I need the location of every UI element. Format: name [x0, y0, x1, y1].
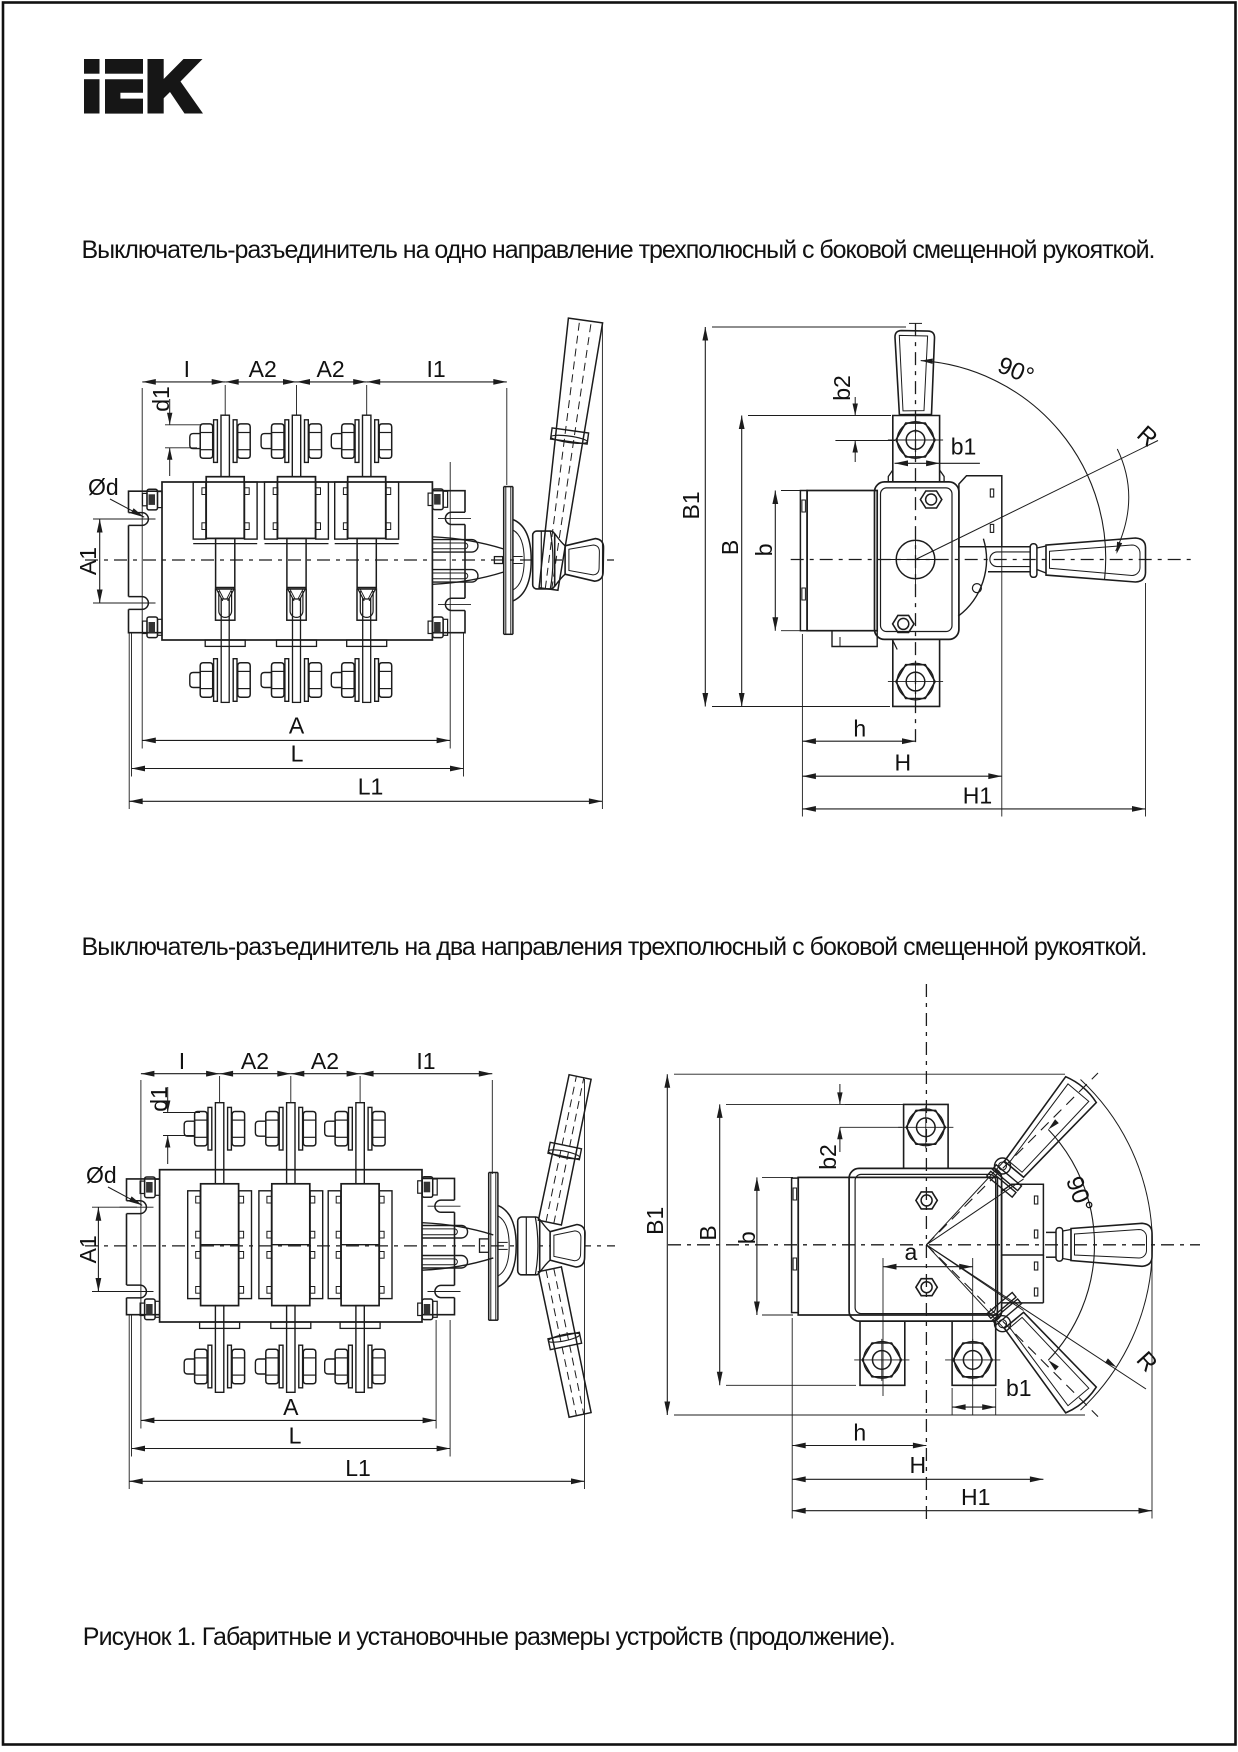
- svg-text:d1: d1: [146, 1086, 172, 1112]
- svg-text:A1: A1: [75, 1235, 101, 1263]
- svg-text:A2: A2: [317, 356, 345, 382]
- svg-text:Ød: Ød: [86, 1162, 117, 1188]
- svg-text:d1: d1: [148, 386, 174, 412]
- svg-text:L1: L1: [345, 1455, 371, 1481]
- svg-text:A2: A2: [249, 356, 277, 382]
- svg-text:A: A: [283, 1394, 299, 1420]
- svg-text:H1: H1: [963, 782, 992, 808]
- svg-text:I1: I1: [416, 1048, 435, 1074]
- svg-text:A1: A1: [75, 547, 101, 575]
- svg-text:h: h: [853, 716, 866, 742]
- svg-text:b2: b2: [815, 1144, 841, 1170]
- svg-text:B1: B1: [642, 1207, 668, 1235]
- svg-text:B: B: [717, 540, 743, 555]
- svg-text:Выключатель-разъединитель на о: Выключатель-разъединитель на одно направ…: [82, 236, 1156, 264]
- svg-text:b: b: [734, 1231, 760, 1244]
- svg-text:Рисунок 1. Габаритные и устано: Рисунок 1. Габаритные и установочные раз…: [83, 1623, 896, 1651]
- svg-text:b1: b1: [1006, 1375, 1032, 1401]
- svg-text:H1: H1: [961, 1484, 990, 1510]
- svg-text:L: L: [291, 741, 304, 767]
- svg-text:H: H: [909, 1452, 926, 1478]
- svg-text:I1: I1: [427, 356, 446, 382]
- svg-text:Ød: Ød: [88, 474, 119, 500]
- svg-text:I: I: [184, 356, 190, 382]
- svg-text:Выключатель-разъединитель на д: Выключатель-разъединитель на два направл…: [82, 933, 1148, 961]
- svg-text:A2: A2: [311, 1048, 339, 1074]
- svg-text:H: H: [894, 750, 911, 776]
- svg-text:B: B: [695, 1225, 721, 1240]
- svg-text:a: a: [905, 1239, 918, 1265]
- svg-text:B1: B1: [678, 491, 704, 519]
- svg-text:b: b: [751, 543, 777, 556]
- svg-text:b1: b1: [951, 434, 977, 460]
- svg-text:h: h: [853, 1420, 866, 1446]
- svg-text:b2: b2: [829, 375, 855, 401]
- svg-text:L1: L1: [358, 773, 384, 799]
- svg-text:L: L: [289, 1423, 302, 1449]
- svg-text:A2: A2: [241, 1048, 269, 1074]
- svg-text:A: A: [289, 712, 305, 738]
- svg-text:I: I: [179, 1048, 185, 1074]
